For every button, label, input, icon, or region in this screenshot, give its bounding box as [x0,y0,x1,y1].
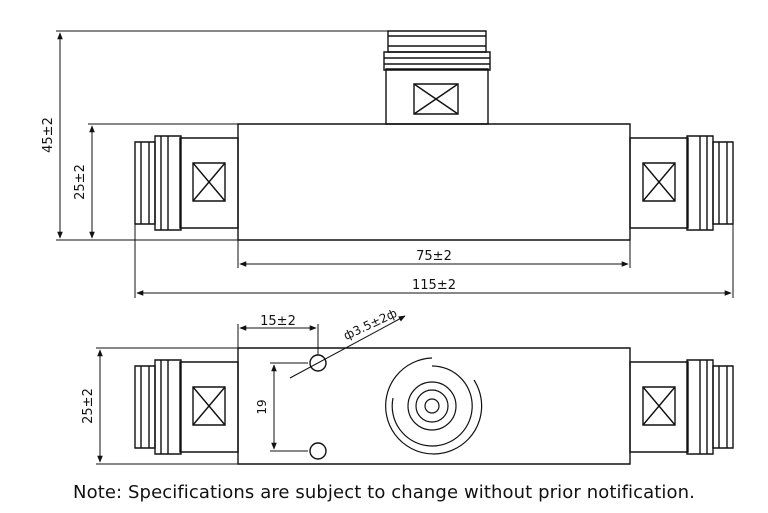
dim-hole-diameter: ф3.5±2ф [341,306,399,343]
bottom-view-dimensions [96,316,406,464]
center-port [386,358,482,454]
wrench-flat [414,84,458,114]
disclaimer-note: Note: Specifications are subject to chan… [73,482,695,503]
left-connector [135,136,238,230]
dim-hole-offset: 15±2 [260,314,296,329]
dim-body-height-top: 25±2 [73,164,88,200]
dim-body-length: 75±2 [416,249,452,264]
top-view-dimensions [56,31,733,298]
dim-overall-length: 115±2 [412,278,456,293]
left-connector-bottom [135,360,238,454]
dim-overall-height: 45±2 [41,117,56,153]
coupler-body [238,124,630,240]
right-connector [630,136,733,230]
wrench-flat [193,163,225,201]
right-connector-bottom [630,360,733,454]
hole-leader-line [290,316,406,378]
mounting-hole-bottom [310,443,326,459]
wrench-flat [643,163,675,201]
dim-hole-spacing: 19 [255,399,269,414]
top-connector [384,31,490,124]
technical-drawing: 45±2 25±2 75±2 115±2 [41,0,768,480]
dim-body-height-bottom: 25±2 [81,388,96,424]
top-view [135,31,733,240]
bottom-view [135,348,733,464]
